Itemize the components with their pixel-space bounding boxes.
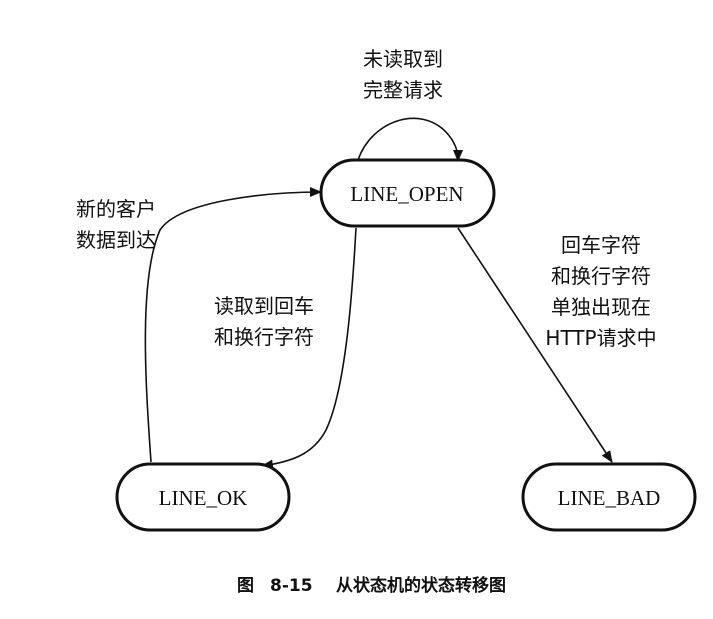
label-ok-to-open-line1: 新的客户 <box>76 197 156 221</box>
caption-figure-number: 8-15 <box>270 576 313 596</box>
edge-self-loop <box>357 117 463 162</box>
label-open-to-bad-line1: 回车字符 <box>561 233 641 257</box>
label-open-to-bad-line4: HTTP请求中 <box>545 326 656 350</box>
label-self-loop: 未读取到 完整请求 <box>363 47 443 102</box>
edge-open-to-bad <box>457 227 613 463</box>
edge-open-to-ok <box>261 227 357 470</box>
state-line-open: LINE_OPEN <box>319 158 496 228</box>
caption-figure-marker: 图 <box>237 576 254 596</box>
label-open-to-ok-line2: 和换行字符 <box>214 325 314 349</box>
label-open-to-bad: 回车字符 和换行字符 单独出现在 HTTP请求中 <box>545 233 656 350</box>
caption-title: 从状态机的状态转移图 <box>336 575 506 596</box>
edge-ok-to-open <box>144 187 322 463</box>
label-self-loop-line2: 完整请求 <box>363 78 443 102</box>
label-self-loop-line1: 未读取到 <box>363 47 443 71</box>
label-open-to-ok-line1: 读取到回车 <box>214 294 314 318</box>
label-open-to-ok: 读取到回车 和换行字符 <box>214 294 314 349</box>
state-line-bad-label: LINE_BAD <box>558 486 661 510</box>
state-line-ok-label: LINE_OK <box>159 486 248 510</box>
label-open-to-bad-line2: 和换行字符 <box>551 264 651 288</box>
label-open-to-bad-line3: 单独出现在 <box>551 295 651 319</box>
state-line-ok: LINE_OK <box>115 462 291 532</box>
state-line-open-label: LINE_OPEN <box>350 182 463 206</box>
figure-caption: 图 8-15 从状态机的状态转移图 <box>237 575 506 596</box>
label-ok-to-open-line2: 数据到达 <box>76 228 156 252</box>
state-line-bad: LINE_BAD <box>521 462 697 532</box>
label-ok-to-open: 新的客户 数据到达 <box>76 197 156 252</box>
